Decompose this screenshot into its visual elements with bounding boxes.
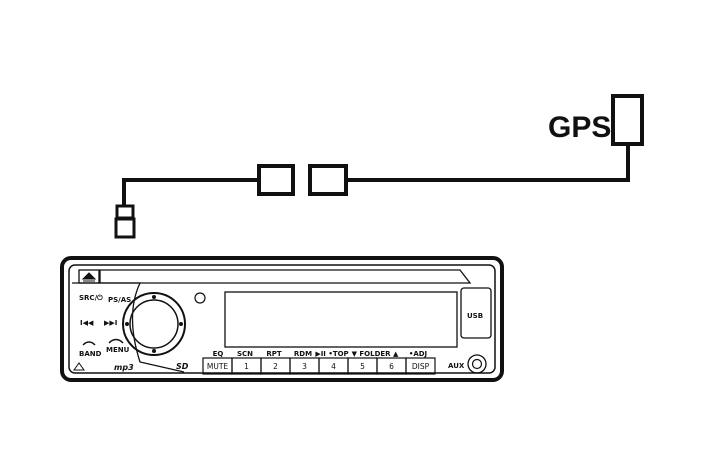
knob-dot-top	[152, 295, 156, 299]
prev-track-label[interactable]: I◀◀	[80, 319, 94, 327]
eq-label: EQ	[213, 350, 224, 358]
disc-slot	[99, 269, 472, 284]
knob-dot-bottom	[152, 349, 156, 353]
lcd-display	[224, 291, 458, 348]
preset-button-label: 4	[331, 362, 336, 371]
gps-antenna: GPS	[548, 94, 644, 146]
menu-label[interactable]: MENU	[106, 346, 130, 354]
preset-button-label: 2	[273, 362, 278, 371]
plug-neck	[115, 204, 135, 220]
knob-inner[interactable]	[129, 299, 179, 349]
faceplate	[68, 264, 496, 374]
preset-button-row: MUTE 1 2 3 4 5 6 DISP	[202, 357, 436, 375]
band-label[interactable]: BAND	[79, 350, 102, 358]
menu-arc-icon	[108, 338, 124, 344]
knob-outer-ring[interactable]	[122, 292, 186, 356]
eject-icon	[81, 272, 97, 282]
knob-dot-left	[125, 322, 129, 326]
preset-button-label: 5	[360, 362, 365, 371]
left-panel-outline	[72, 282, 185, 373]
preset-button-label: MUTE	[207, 362, 229, 371]
sd-logo: SD	[176, 362, 189, 371]
ps-as-label[interactable]: PS/AS	[108, 296, 131, 304]
aux-jack-outer[interactable]	[467, 354, 487, 374]
rdm-label: RDM	[294, 350, 312, 358]
gps-cable	[114, 144, 630, 239]
cable-unit-side	[122, 178, 259, 206]
gps-antenna-module	[611, 94, 644, 146]
folder-label: ▼ FOLDER ▲	[352, 350, 399, 358]
preset-button-label: 3	[302, 362, 307, 371]
scn-label: SCN	[237, 350, 253, 358]
plug-head	[114, 217, 136, 239]
knob-dot-right	[179, 322, 183, 326]
rpt-label: RPT	[266, 350, 282, 358]
cable-antenna-side	[346, 144, 630, 182]
connector-female	[308, 164, 348, 196]
preset-button-label: 1	[244, 362, 249, 371]
preset-button-8[interactable]	[405, 357, 436, 375]
usb-cover[interactable]	[460, 287, 492, 339]
head-unit-chassis	[60, 256, 504, 382]
adj-label: •ADJ	[409, 350, 427, 358]
next-track-label[interactable]: ▶▶I	[104, 319, 117, 327]
aux-jack-inner[interactable]	[471, 358, 483, 370]
gps-label: GPS	[548, 111, 611, 144]
remote-sensor	[194, 292, 206, 304]
release-icon	[73, 362, 85, 371]
band-arc-icon	[82, 341, 96, 346]
head-unit: SRC/⏻ PS/AS I◀◀ ▶▶I BAND MENU mp3 SD USB…	[60, 256, 504, 382]
preset-button-label: DISP	[412, 362, 430, 371]
src-power-label[interactable]: SRC/⏻	[79, 294, 103, 302]
aux-label: AUX	[448, 362, 465, 370]
connector-male	[257, 164, 295, 196]
mp3-logo: mp3	[114, 363, 134, 372]
volume-knob[interactable]	[122, 292, 186, 356]
usb-label: USB	[467, 312, 483, 320]
top-label: ▶II •TOP	[315, 350, 348, 358]
preset-button-label: 6	[389, 362, 394, 371]
